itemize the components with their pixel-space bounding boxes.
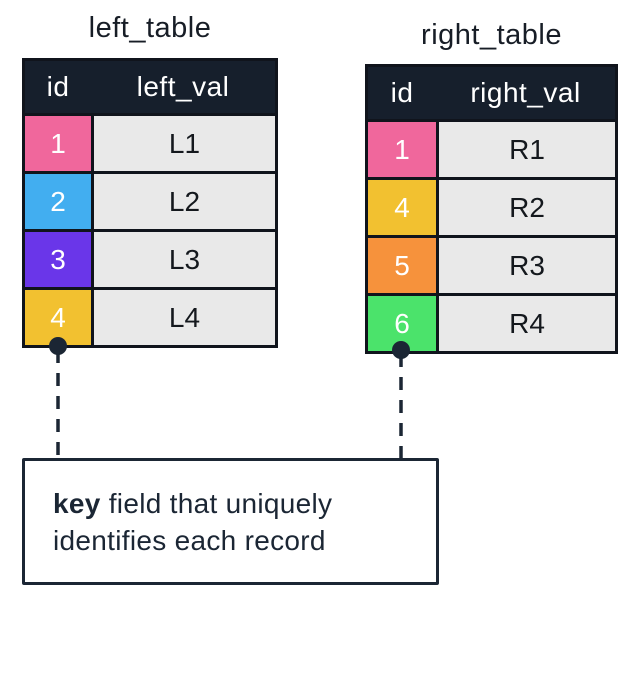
left-table-header-row: id left_val — [25, 61, 275, 113]
left-table-header-id: id — [46, 71, 70, 102]
key-annotation-text: key field that uniquely identifies each … — [25, 485, 332, 559]
right-table-title: right_table — [421, 19, 562, 51]
id-cell: 4 — [368, 180, 436, 235]
value-cell: L3 — [94, 232, 275, 287]
table-row: 6 R4 — [368, 296, 615, 351]
key-annotation-line2: identifies each record — [53, 524, 326, 556]
value-cell: R3 — [439, 238, 615, 293]
value-cell: L2 — [94, 174, 275, 229]
table-row: 3 L3 — [25, 232, 275, 287]
right-table-header-row: id right_val — [368, 67, 615, 119]
right-table: id right_val 1 R1 4 R2 5 R3 6 R4 — [365, 64, 618, 354]
key-annotation-keyword: key — [53, 487, 101, 519]
value-cell: R1 — [439, 122, 615, 177]
left-table-title: left_table — [88, 12, 212, 44]
table-row: 5 R3 — [368, 238, 615, 293]
left-table: id left_val 1 L1 2 L2 3 L3 4 L4 — [22, 58, 278, 348]
value-cell: L4 — [94, 290, 275, 345]
table-row: 4 R2 — [368, 180, 615, 235]
left-table-header-val: left_val — [136, 71, 230, 102]
id-cell: 2 — [25, 174, 91, 229]
id-cell: 3 — [25, 232, 91, 287]
key-annotation-line1: field that uniquely — [108, 487, 333, 519]
table-row: 2 L2 — [25, 174, 275, 229]
table-row: 1 L1 — [25, 116, 275, 171]
table-row: 4 L4 — [25, 290, 275, 345]
right-table-header-val: right_val — [470, 77, 581, 108]
value-cell: L1 — [94, 116, 275, 171]
id-cell: 1 — [25, 116, 91, 171]
id-cell: 1 — [368, 122, 436, 177]
id-cell: 6 — [368, 296, 436, 351]
value-cell: R2 — [439, 180, 615, 235]
right-table-header-id: id — [390, 77, 414, 108]
id-cell: 4 — [25, 290, 91, 345]
value-cell: R4 — [439, 296, 615, 351]
key-annotation-box: key field that uniquely identifies each … — [22, 458, 439, 585]
id-cell: 5 — [368, 238, 436, 293]
table-row: 1 R1 — [368, 122, 615, 177]
